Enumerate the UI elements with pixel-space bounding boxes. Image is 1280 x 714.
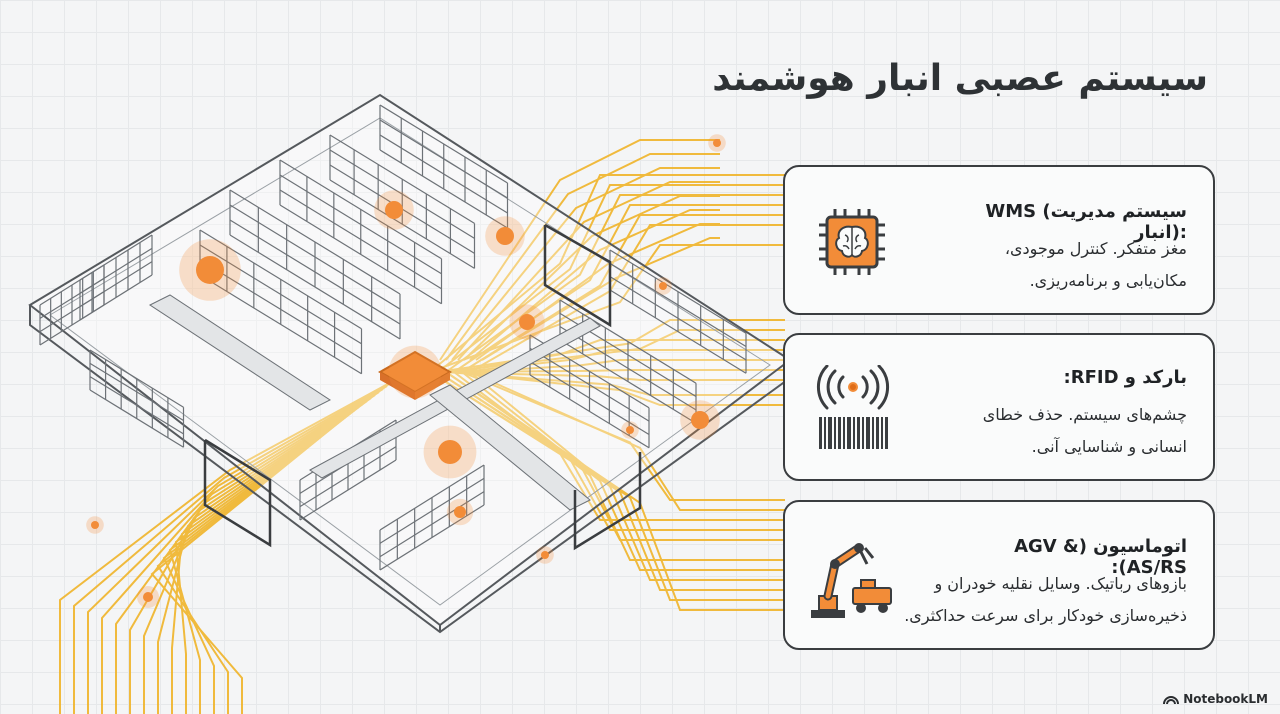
circuit-trace: [59, 379, 396, 714]
node-dot: [385, 201, 403, 219]
glow-nodes: [86, 134, 726, 608]
circuit-trace: [469, 371, 785, 581]
circuit-trace: [457, 181, 720, 361]
circuit-trace: [469, 209, 720, 361]
rfid-card-body: چشم‌های سیستم. حذف خطای انسانی و شناسایی…: [887, 399, 1187, 463]
node-dot: [659, 282, 667, 290]
circuit-trace: [157, 400, 368, 714]
node-dot: [91, 521, 99, 529]
circuit-trace: [429, 244, 785, 373]
brain-chip-icon: [819, 209, 885, 275]
wms-card-line-1: مغز متفکر. کنترل موجودی،: [1004, 239, 1187, 258]
notebooklm-logo-icon: [1163, 696, 1180, 705]
circuit-trace: [439, 139, 720, 361]
automation-card-body: بازوهای رباتیک. وسایل نقلیه خودران و ذخی…: [867, 568, 1187, 632]
circuit-trace: [463, 195, 720, 361]
circuit-trace: [445, 371, 785, 396]
node-dot: [403, 360, 427, 384]
wms-card-line-2: مکان‌یابی و برنامه‌ریزی.: [1029, 271, 1187, 290]
rfid-card-line-1: چشم‌های سیستم. حذف خطای: [982, 405, 1187, 424]
circuit-trace: [437, 371, 785, 381]
automation-card-line-1: بازوهای رباتیک. وسایل نقلیه خودران و: [934, 574, 1187, 593]
page-title: سیستم عصبی انبار هوشمند: [712, 58, 1208, 99]
circuit-trace: [129, 394, 376, 714]
node-dot: [691, 411, 709, 429]
circuit-trace: [429, 174, 785, 373]
wms-card-body: مغز متفکر. کنترل موجودی، مکان‌یابی و برن…: [887, 233, 1187, 297]
circuit-trace: [73, 382, 392, 714]
circuit-trace: [171, 403, 364, 714]
circuit-trace: [143, 397, 372, 714]
conveyor-belts: [148, 294, 601, 511]
automation-card-title: اتوماسیون (AGV & AS/RS):: [1014, 536, 1187, 578]
dock-doors: [203, 223, 642, 551]
node-dot: [626, 426, 634, 434]
circuit-trace: [481, 237, 720, 361]
robot-arm-icon: [811, 543, 892, 618]
automation-card: اتوماسیون (AGV & AS/RS): بازوهای رباتیک.…: [783, 500, 1215, 650]
circuit-trace: [475, 223, 720, 361]
circuit-traces: [59, 139, 785, 714]
automation-card-line-2: ذخیره‌سازی خودکار برای سرعت حداکثری.: [904, 606, 1187, 625]
wms-card-title: WMS (سیستم مدیریت انبار):: [985, 201, 1187, 243]
brand-label: NotebookLM: [1183, 692, 1268, 706]
node-dot: [713, 139, 721, 147]
rfid-card-line-2: انسانی و شناسایی آنی.: [1031, 437, 1187, 456]
circuit-trace: [461, 371, 785, 571]
circuit-trace: [469, 371, 785, 511]
circuit-trace: [445, 371, 785, 611]
circuit-trace: [150, 418, 344, 714]
node-dot: [454, 506, 466, 518]
node-dot: [196, 256, 224, 284]
circuit-trace: [87, 385, 388, 714]
circuit-trace: [451, 167, 720, 361]
circuit-trace: [453, 371, 785, 406]
node-dot: [496, 227, 514, 245]
rfid-card-title: بارکد و RFID:: [1063, 367, 1187, 388]
notebooklm-brand: NotebookLM: [1163, 692, 1268, 706]
circuit-trace: [174, 406, 360, 714]
node-dot: [438, 440, 462, 464]
circuit-trace: [429, 371, 785, 591]
circuit-trace: [461, 371, 785, 501]
circuit-trace: [445, 153, 720, 361]
rfid-card: بارکد و RFID: چشم‌های سیستم. حذف خطای ان…: [783, 333, 1215, 481]
circuit-trace: [437, 371, 785, 601]
circuit-trace: [101, 388, 384, 714]
rfid-barcode-icon: [816, 365, 890, 449]
wms-card: WMS (سیستم مدیریت انبار): مغز متفکر. کنت…: [783, 165, 1215, 315]
node-dot: [519, 314, 535, 330]
node-dot: [143, 592, 153, 602]
node-dot: [541, 551, 549, 559]
circuit-trace: [469, 359, 785, 373]
